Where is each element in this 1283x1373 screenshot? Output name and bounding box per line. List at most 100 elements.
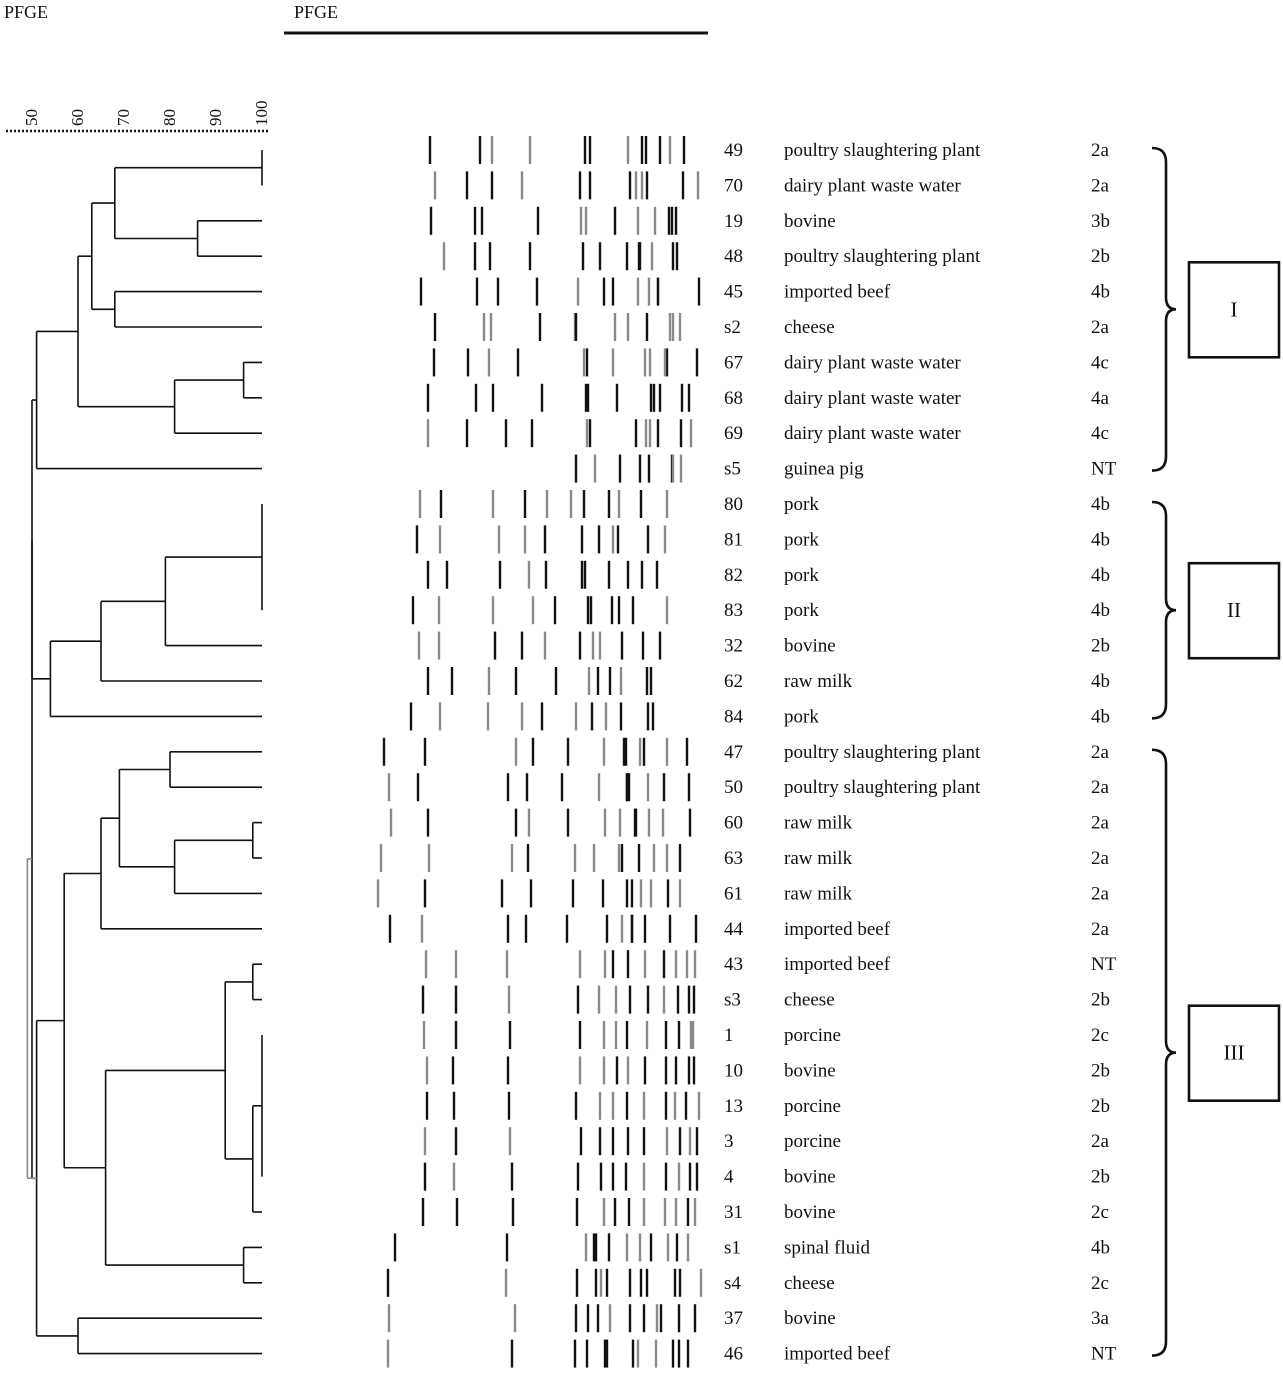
isolate-id: 50 xyxy=(724,777,743,798)
isolate-source: pork xyxy=(784,494,819,515)
isolate-id: 32 xyxy=(724,636,743,657)
isolate-serotype: 2b xyxy=(1091,1060,1110,1081)
isolate-id: 68 xyxy=(724,388,743,409)
scale-tick-label: 100 xyxy=(252,101,271,127)
isolate-serotype: 2a xyxy=(1091,848,1110,869)
isolate-source: bovine xyxy=(784,1202,836,1223)
isolate-serotype: 4b xyxy=(1091,494,1110,515)
isolate-serotype: 2c xyxy=(1091,1025,1109,1046)
isolate-id: 63 xyxy=(724,848,743,869)
isolate-id: 19 xyxy=(724,211,743,232)
scale-tick-label: 50 xyxy=(22,109,41,126)
isolate-source: pork xyxy=(784,565,819,586)
isolate-source: porcine xyxy=(784,1096,841,1117)
isolate-source: porcine xyxy=(784,1025,841,1046)
isolate-serotype: 2a xyxy=(1091,813,1110,834)
isolate-source: imported beef xyxy=(784,282,891,303)
isolate-serotype: 2a xyxy=(1091,140,1110,161)
isolate-source: cheese xyxy=(784,317,835,338)
cluster-label: III xyxy=(1224,1041,1245,1065)
isolate-id: 81 xyxy=(724,529,743,550)
isolate-id: s5 xyxy=(724,459,741,480)
isolate-id: s1 xyxy=(724,1237,741,1258)
isolate-serotype: 2a xyxy=(1091,742,1110,763)
isolate-id: 69 xyxy=(724,423,743,444)
isolate-serotype: 4b xyxy=(1091,565,1110,586)
isolate-serotype: 4b xyxy=(1091,529,1110,550)
isolate-id: 62 xyxy=(724,671,743,692)
isolate-serotype: 2c xyxy=(1091,1202,1109,1223)
isolate-serotype: 2a xyxy=(1091,777,1110,798)
isolate-source: dairy plant waste water xyxy=(784,423,961,444)
isolate-id: 3 xyxy=(724,1131,734,1152)
isolate-serotype: 4b xyxy=(1091,671,1110,692)
isolate-serotype: 2c xyxy=(1091,1273,1109,1294)
isolate-id: 61 xyxy=(724,883,743,904)
isolate-source: poultry slaughtering plant xyxy=(784,246,981,267)
isolate-serotype: 2b xyxy=(1091,1096,1110,1117)
isolate-serotype: 2a xyxy=(1091,883,1110,904)
isolate-source: poultry slaughtering plant xyxy=(784,777,981,798)
isolate-source: bovine xyxy=(784,1308,836,1329)
scale-tick-label: 60 xyxy=(68,109,87,126)
dendrogram xyxy=(26,150,263,1355)
isolate-source: cheese xyxy=(784,1273,835,1294)
isolate-id: 10 xyxy=(724,1060,743,1081)
isolate-source: bovine xyxy=(784,211,836,232)
isolate-id: 44 xyxy=(724,919,744,940)
scale-tick-label: 70 xyxy=(114,109,133,126)
isolate-id: 70 xyxy=(724,175,743,196)
isolate-id: 31 xyxy=(724,1202,743,1223)
isolate-source: guinea pig xyxy=(784,459,864,480)
isolate-serotype: 2a xyxy=(1091,1131,1110,1152)
isolate-id: 46 xyxy=(724,1344,743,1365)
isolate-serotype: 4b xyxy=(1091,1237,1110,1258)
isolate-id: 82 xyxy=(724,565,743,586)
cluster-label: I xyxy=(1231,297,1238,321)
isolate-source: dairy plant waste water xyxy=(784,352,961,373)
isolate-serotype: 2a xyxy=(1091,317,1110,338)
isolate-id: 80 xyxy=(724,494,743,515)
isolate-source: imported beef xyxy=(784,1344,891,1365)
isolate-id: s2 xyxy=(724,317,741,338)
cluster-box xyxy=(1187,260,1281,359)
isolate-serotype: 4c xyxy=(1091,352,1109,373)
dendrogram-header: PFGE xyxy=(4,2,48,22)
scale-tick-label: 80 xyxy=(160,109,179,126)
isolate-id: 60 xyxy=(724,813,743,834)
isolate-serotype: 2b xyxy=(1091,636,1110,657)
cluster-brace xyxy=(1151,500,1177,720)
isolate-serotype: 4a xyxy=(1091,388,1110,409)
isolate-id: 37 xyxy=(724,1308,743,1329)
isolate-source: pork xyxy=(784,706,819,727)
isolate-serotype: 2a xyxy=(1091,919,1110,940)
pfge-band-patterns xyxy=(376,136,703,1368)
isolate-serotype: NT xyxy=(1091,954,1117,975)
isolate-source: raw milk xyxy=(784,883,853,904)
isolate-source: poultry slaughtering plant xyxy=(784,742,981,763)
cluster-label: II xyxy=(1227,598,1241,622)
isolate-serotype: 4b xyxy=(1091,600,1110,621)
isolate-source: porcine xyxy=(784,1131,841,1152)
isolate-serotype: 4b xyxy=(1091,282,1110,303)
isolate-source: bovine xyxy=(784,1060,836,1081)
isolate-id: 45 xyxy=(724,282,743,303)
isolate-serotype: NT xyxy=(1091,459,1117,480)
isolate-source: dairy plant waste water xyxy=(784,175,961,196)
cluster-box xyxy=(1187,1004,1281,1103)
isolate-serotype: 2b xyxy=(1091,246,1110,267)
isolate-source: raw milk xyxy=(784,671,853,692)
isolate-source: imported beef xyxy=(784,954,891,975)
isolate-source: spinal fluid xyxy=(784,1237,871,1258)
isolate-source: raw milk xyxy=(784,848,853,869)
isolate-id: 67 xyxy=(724,352,743,373)
isolate-source: pork xyxy=(784,600,819,621)
isolate-id: 1 xyxy=(724,1025,734,1046)
isolate-source: raw milk xyxy=(784,813,853,834)
isolate-serotype: 3a xyxy=(1091,1308,1110,1329)
isolate-serotype: NT xyxy=(1091,1344,1117,1365)
